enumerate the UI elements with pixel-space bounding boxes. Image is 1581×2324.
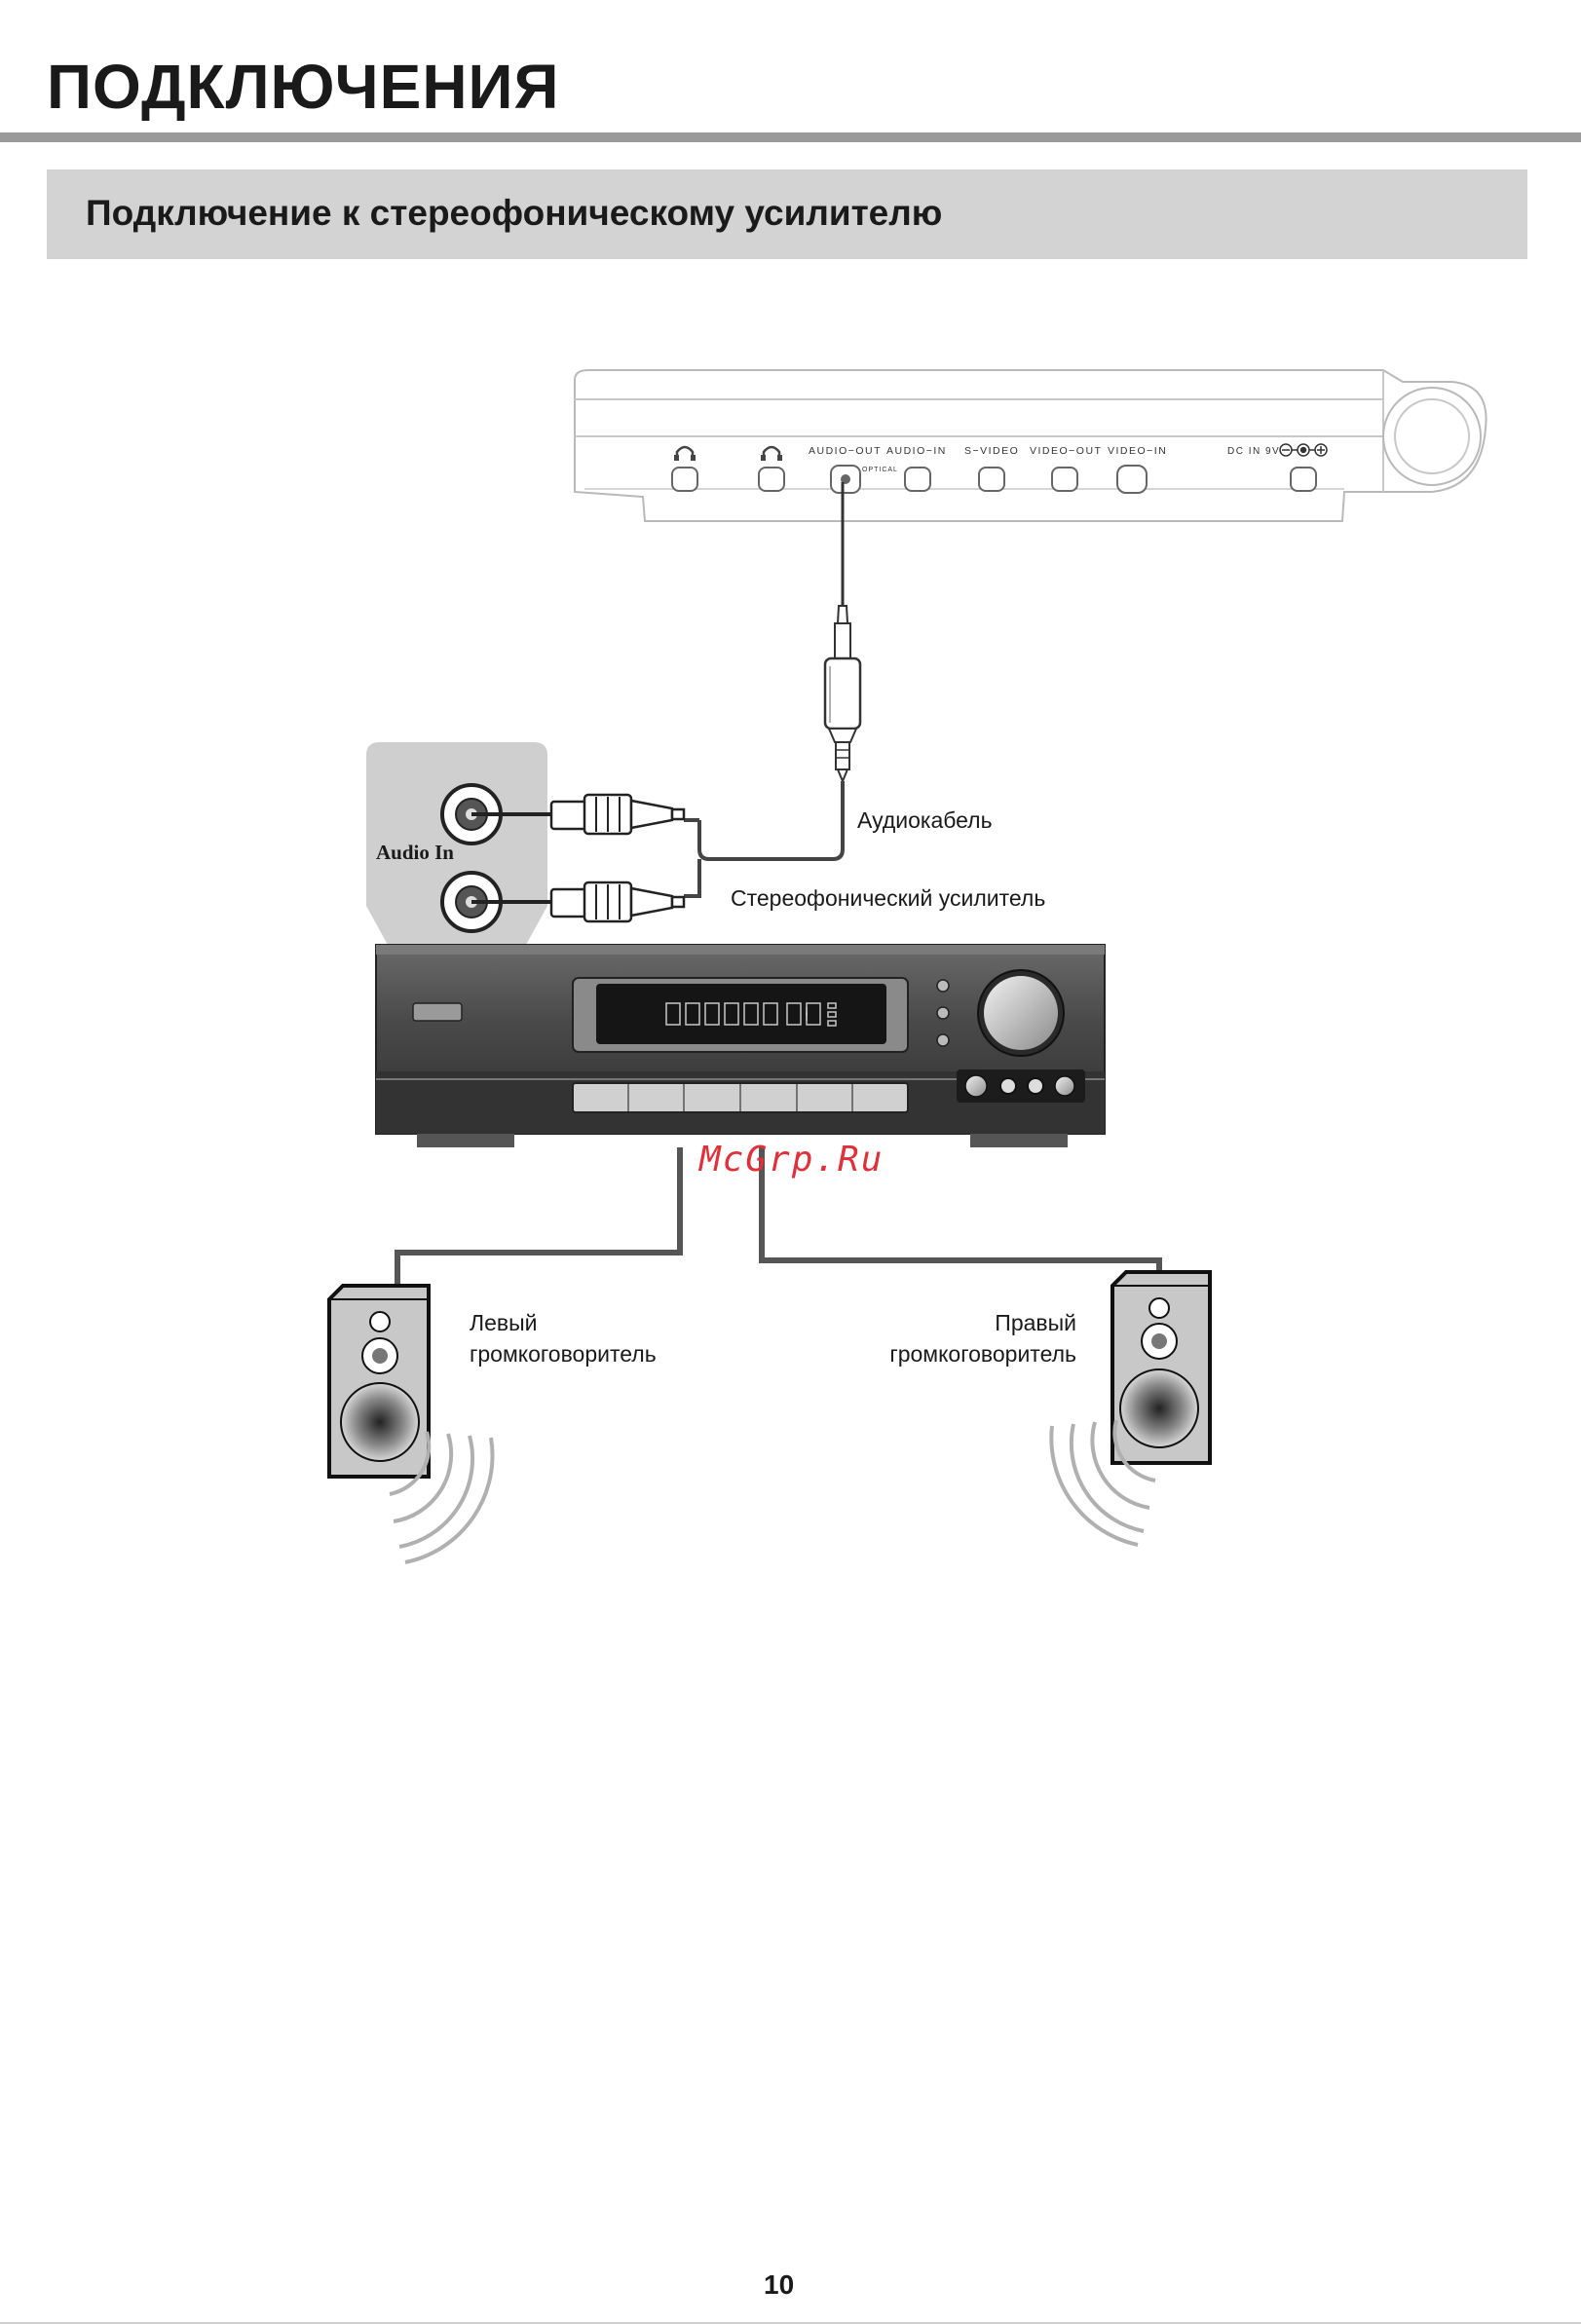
port-label-audio-in: AUDIO−IN (886, 445, 947, 457)
left-speaker-label-line2: громкоговоритель (470, 1338, 657, 1369)
audio-in-label: Audio In (376, 841, 454, 865)
left-speaker-cable (397, 1147, 680, 1286)
player-side-panel: AUDIO−OUT AUDIO−IN S−VIDEO VIDEO−OUT VID… (575, 370, 1487, 521)
port-label-video-out: VIDEO−OUT (1030, 445, 1102, 457)
video-out-jack (1052, 468, 1077, 491)
headphone-jack-2 (759, 468, 784, 491)
s-video-jack (979, 468, 1004, 491)
headphone-jack-1 (672, 468, 697, 491)
watermark: McGrp.Ru (699, 1140, 884, 1180)
dc-in-jack (1291, 468, 1316, 491)
stereo-amplifier (376, 945, 1105, 1147)
port-label-video-in: VIDEO−IN (1108, 445, 1167, 457)
video-in-jack (1117, 466, 1147, 493)
port-label-optical: OPTICAL (862, 467, 898, 473)
port-label-audio-out: AUDIO−OUT (809, 445, 882, 457)
audio-cable (684, 482, 860, 896)
stereo-amplifier-label: Стереофонический усилитель (731, 882, 1045, 914)
power-button (413, 1003, 462, 1021)
audio-cable-label: Аудиокабель (857, 805, 993, 836)
left-speaker (329, 1286, 493, 1562)
left-speaker-label-line1: Левый (470, 1307, 537, 1338)
port-label-dc-in: DC IN 9V (1227, 446, 1280, 457)
right-speaker-label-line1: Правый (995, 1307, 1076, 1338)
port-label-s-video: S−VIDEO (964, 445, 1019, 457)
page-number: 10 (764, 2269, 794, 2301)
right-speaker-label-line2: громкоговоритель (889, 1338, 1076, 1369)
audio-in-jack (905, 468, 930, 491)
